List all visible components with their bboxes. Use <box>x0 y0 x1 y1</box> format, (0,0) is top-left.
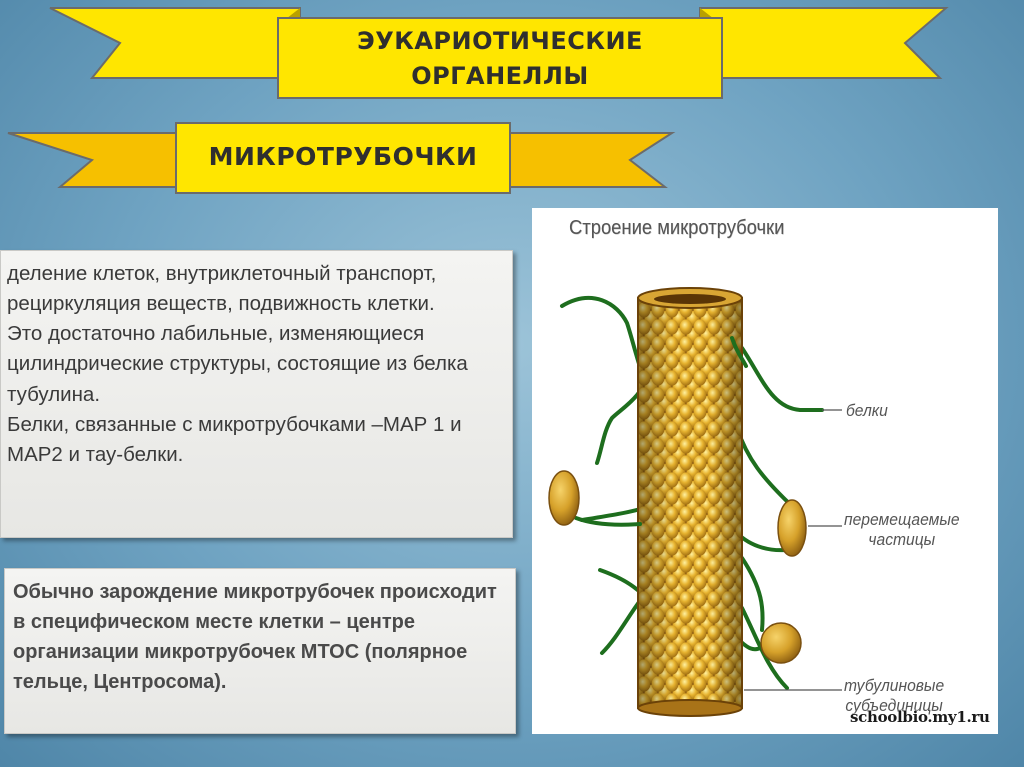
particle-bottom <box>760 622 802 664</box>
description-paragraph-1: деление клеток, внутриклеточный транспор… <box>7 262 437 316</box>
description-paragraph-3: Белки, связанные с микротрубочками –МАР … <box>7 412 462 466</box>
description-paragraph-2: Это достаточно лабильные, изменяющиеся ц… <box>7 322 468 406</box>
origin-box: Обычно зарождение микротрубочек происход… <box>4 568 516 734</box>
description-box: деление клеток, внутриклеточный транспор… <box>0 250 513 538</box>
leader-lines <box>744 409 842 691</box>
page-title: ЭУКАРИОТИЧЕСКИЕ ОРГАНЕЛЛЫ <box>282 20 718 98</box>
microtubule-cylinder <box>637 287 743 717</box>
label-proteins: белки <box>846 401 888 420</box>
diagram-title: Строение микротрубочки <box>569 217 785 239</box>
watermark: schoolbio.my1.ru <box>850 708 990 726</box>
label-tubulin: тубулиновые субъединицы <box>844 676 944 715</box>
banner-ribbons <box>7 7 949 194</box>
microtubule-illustration <box>548 287 842 717</box>
microtubule-diagram: Строение микротрубочки <box>532 208 998 734</box>
particle-right <box>777 499 807 557</box>
label-particles: перемещаемые частицы <box>844 510 960 549</box>
label-tubulin-line-1: тубулиновые <box>844 676 945 695</box>
particle-left <box>548 470 580 526</box>
title-line-1: ЭУКАРИОТИЧЕСКИЕ <box>357 27 643 56</box>
label-particles-line-1: перемещаемые <box>844 510 960 529</box>
origin-text: Обычно зарождение микротрубочек происход… <box>13 581 497 693</box>
title-line-2: ОРГАНЕЛЛЫ <box>411 62 589 90</box>
page-subtitle: МИКРОТРУБОЧКИ <box>208 141 478 171</box>
label-tubulin-line-2: субъединицы <box>845 695 943 715</box>
label-particles-line-2: частицы <box>868 529 936 549</box>
